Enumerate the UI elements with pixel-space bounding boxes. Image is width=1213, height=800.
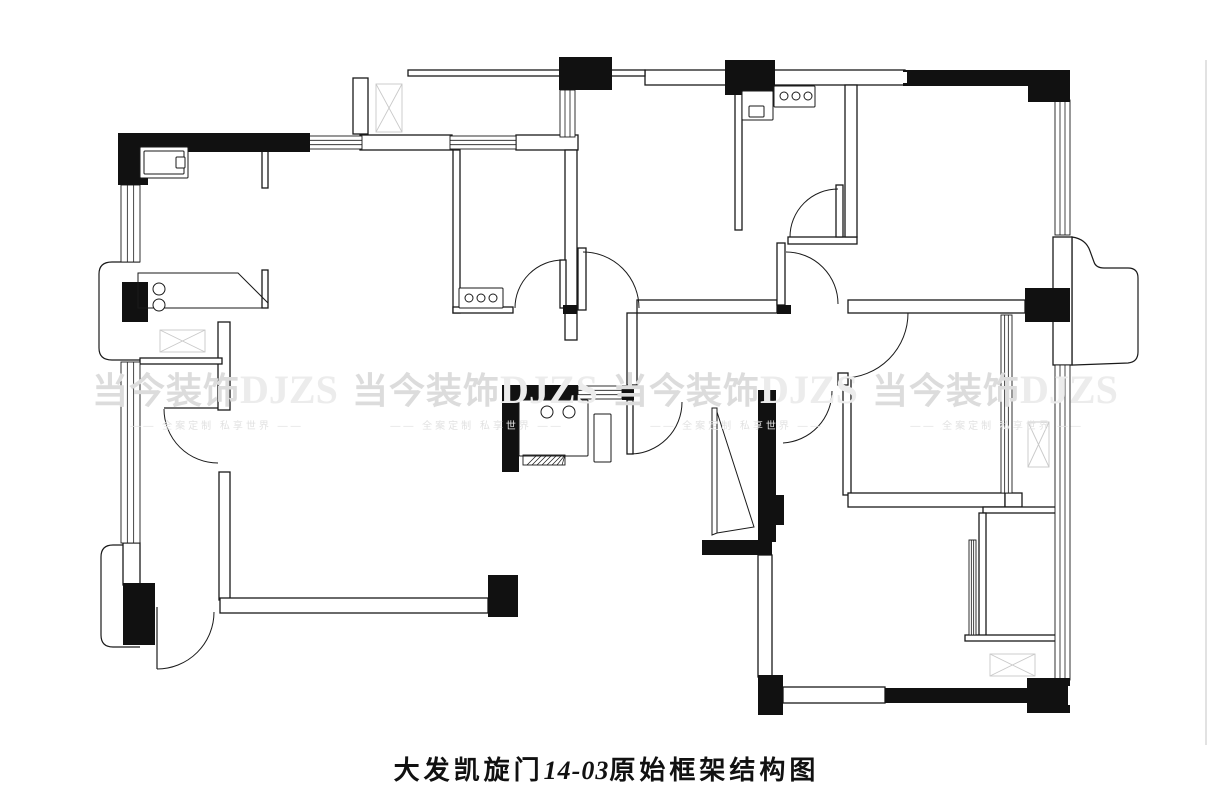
title-number: 14-03 xyxy=(543,756,610,785)
title-prefix: 大发凯旋门 xyxy=(393,756,544,785)
fixtures-layer xyxy=(137,85,816,536)
drawing-title: 大发凯旋门14-03原始框架结构图 xyxy=(0,750,1213,787)
ducts-layer xyxy=(159,83,1050,677)
windows-layer xyxy=(120,89,1071,681)
walls-layer xyxy=(122,69,1073,704)
title-suffix: 原始框架结构图 xyxy=(609,756,820,785)
doors-layer xyxy=(156,188,909,670)
